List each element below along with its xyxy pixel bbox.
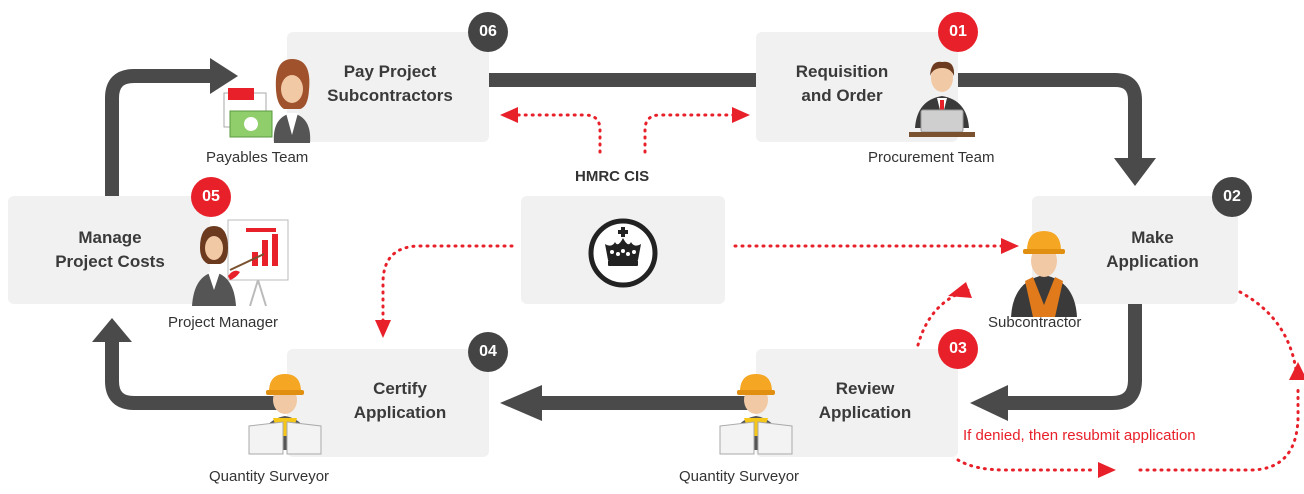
cis-to-06-line xyxy=(513,113,602,154)
arrow-01-02 xyxy=(950,73,1142,160)
step-01-role: Procurement Team xyxy=(868,149,995,166)
arrowhead-resubmit-bottom xyxy=(1098,462,1116,478)
arrowhead-resubmit xyxy=(948,282,972,298)
project-manager-person-icon xyxy=(192,219,289,307)
arrow-05-06 xyxy=(105,69,212,196)
step-02-box xyxy=(1032,196,1238,304)
procurement-person-icon xyxy=(909,61,975,137)
arrowhead-06 xyxy=(210,58,238,94)
arrowhead-02 xyxy=(1114,158,1156,186)
payables-person-icon xyxy=(223,59,311,143)
quantity-surveyor-certify-icon xyxy=(248,374,322,455)
resubmit-note: If denied, then resubmit application xyxy=(963,427,1196,444)
arrowhead-cis-06 xyxy=(500,107,518,123)
step-04-badge: 04 xyxy=(468,332,508,372)
quantity-surveyor-review-icon xyxy=(719,374,793,455)
arrowhead-04 xyxy=(500,385,542,421)
step-06-badge: 06 xyxy=(468,12,508,52)
arrow-04-05 xyxy=(105,340,287,410)
hmrc-label: HMRC CIS xyxy=(575,168,650,185)
step-02-role: Subcontractor xyxy=(988,314,1082,331)
crown-icon xyxy=(588,218,658,288)
step-01-badge: 01 xyxy=(938,12,978,52)
subcontractor-person-icon xyxy=(1011,231,1077,317)
step-05-box xyxy=(8,196,210,304)
resubmit-upper-line xyxy=(1238,290,1298,372)
arrowhead-cis-04 xyxy=(375,320,391,338)
step-06-role: Payables Team xyxy=(206,149,309,166)
step-06-box xyxy=(287,32,489,142)
arrowhead-03 xyxy=(970,385,1008,421)
arrowhead-cis-01 xyxy=(732,107,750,123)
step-02-badge: 02 xyxy=(1212,177,1252,217)
cis-to-01-line xyxy=(643,113,737,154)
resubmit-right-line xyxy=(1138,383,1300,472)
cis-to-04-line xyxy=(381,244,514,324)
arrowhead-05 xyxy=(92,318,132,342)
arrowhead-cis-02 xyxy=(1001,238,1019,254)
resubmit-bottom-line xyxy=(956,458,1097,472)
step-03-role: Quantity Surveyor xyxy=(679,468,800,485)
step-05-badge: 05 xyxy=(191,177,231,217)
step-05-role: Project Manager xyxy=(168,314,279,331)
arrowhead-resubmit-up xyxy=(1289,362,1304,380)
step-03-badge: 03 xyxy=(938,329,978,369)
step-04-role: Quantity Surveyor xyxy=(209,468,330,485)
arrow-02-03 xyxy=(1005,304,1142,410)
